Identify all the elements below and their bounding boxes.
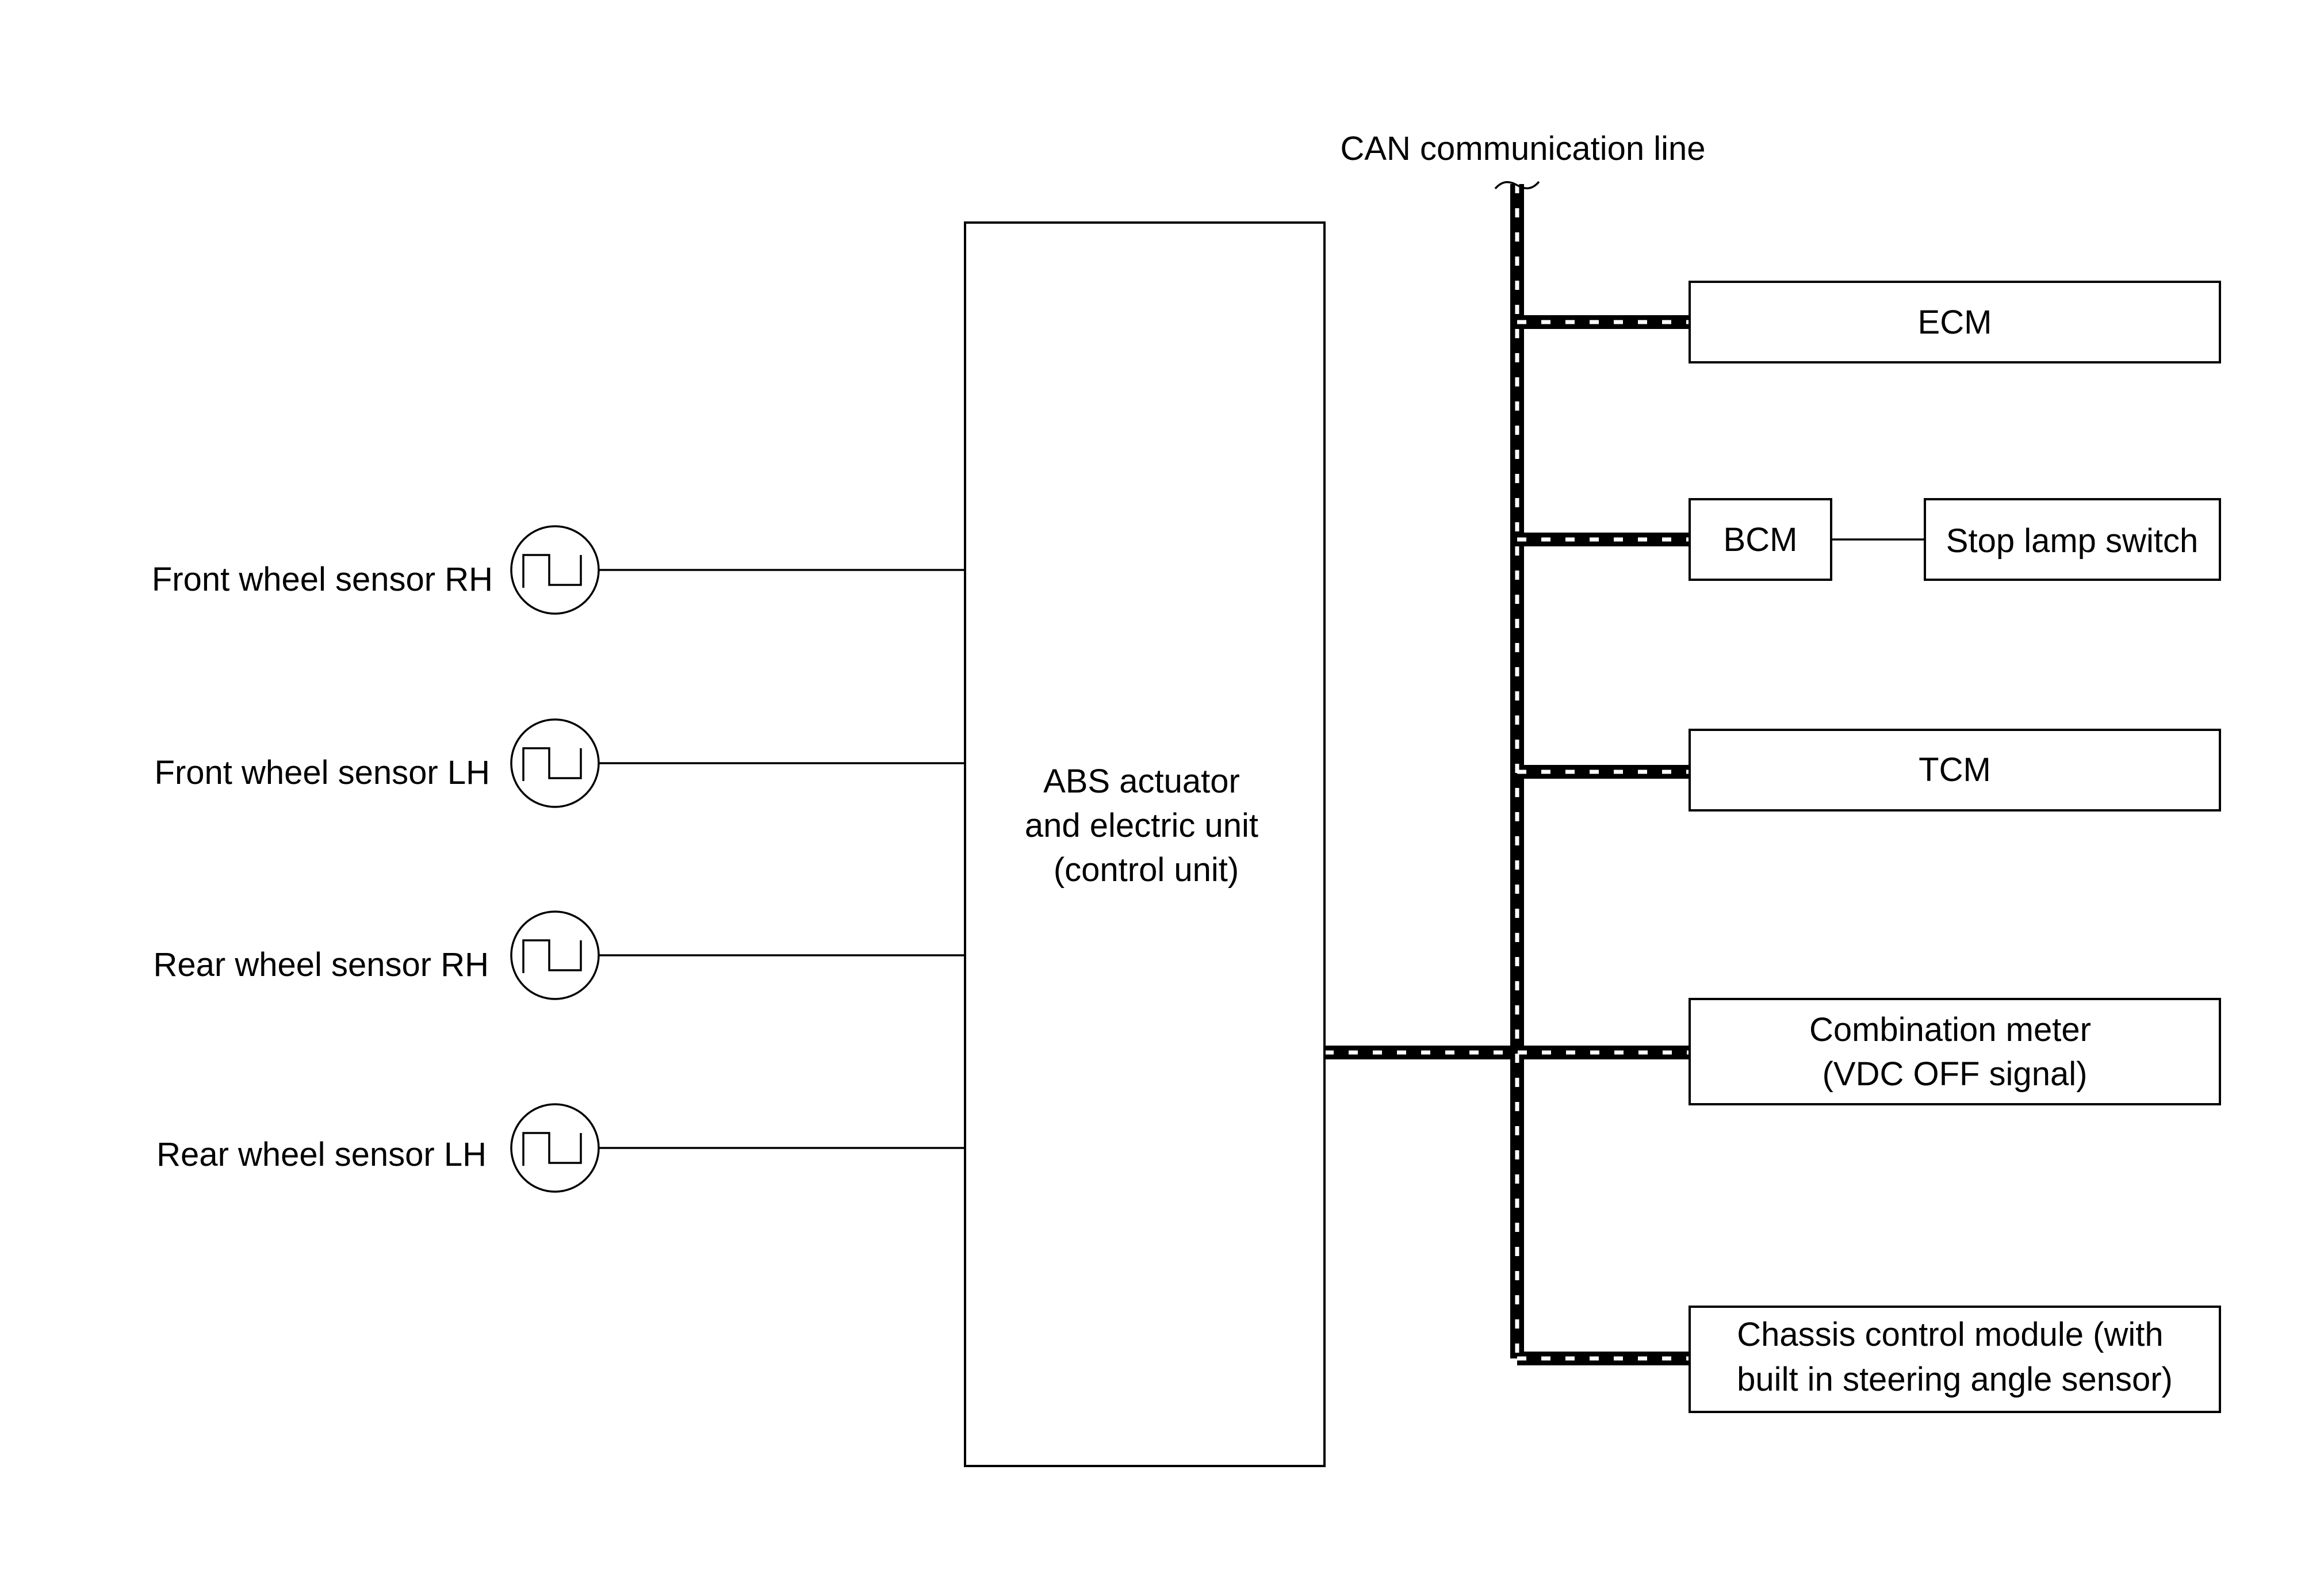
- pulse-wave-icon: [522, 939, 582, 973]
- sensor-symbol-icon: [510, 1103, 600, 1193]
- sensor-label: Front wheel sensor LH: [155, 754, 490, 791]
- pulse-wave-icon: [522, 554, 582, 588]
- abs-unit-label: ABS actuator and electric unit (control …: [1025, 763, 1268, 889]
- chassis-control-module: Chassis control module (with built in st…: [1689, 1306, 2221, 1413]
- front-wheel-sensor-lh: Front wheel sensor LH: [155, 718, 965, 808]
- sensor-label: Rear wheel sensor LH: [156, 1136, 487, 1173]
- bcm-label: BCM: [1724, 521, 1798, 558]
- rear-wheel-sensor-rh: Rear wheel sensor RH: [154, 910, 965, 1000]
- front-wheel-sensor-rh: Front wheel sensor RH: [152, 525, 965, 615]
- ecm-label: ECM: [1918, 304, 1992, 341]
- can-line-break-mark: [1494, 181, 1540, 190]
- tcm-label: TCM: [1919, 751, 1991, 789]
- sensor-label: Front wheel sensor RH: [152, 561, 493, 598]
- ecm-module: ECM: [1689, 281, 2221, 363]
- sensor-label: Rear wheel sensor RH: [154, 946, 489, 983]
- tcm-module: TCM: [1689, 729, 2221, 812]
- sensor-symbol-icon: [510, 910, 600, 1000]
- stop-lamp-switch: Stop lamp switch: [1924, 498, 2221, 581]
- can-bus: [1324, 184, 1690, 1365]
- sensor-symbol-icon: [510, 718, 600, 808]
- bcm-module: BCM: [1689, 498, 1832, 581]
- combination-meter-module: Combination meter (VDC OFF signal): [1689, 998, 2221, 1105]
- can-line-label: CAN communication line: [1340, 130, 1705, 167]
- stop-lamp-switch-label: Stop lamp switch: [1946, 522, 2198, 560]
- abs-unit-box: [964, 221, 1326, 1467]
- rear-wheel-sensor-lh: Rear wheel sensor LH: [156, 1103, 965, 1193]
- chassis-control-module-label: Chassis control module (with built in st…: [1737, 1316, 2173, 1398]
- combination-meter-label: Combination meter (VDC OFF signal): [1809, 1011, 2100, 1093]
- sensor-symbol-icon: [510, 525, 600, 615]
- pulse-wave-icon: [522, 1132, 582, 1166]
- pulse-wave-icon: [522, 747, 582, 781]
